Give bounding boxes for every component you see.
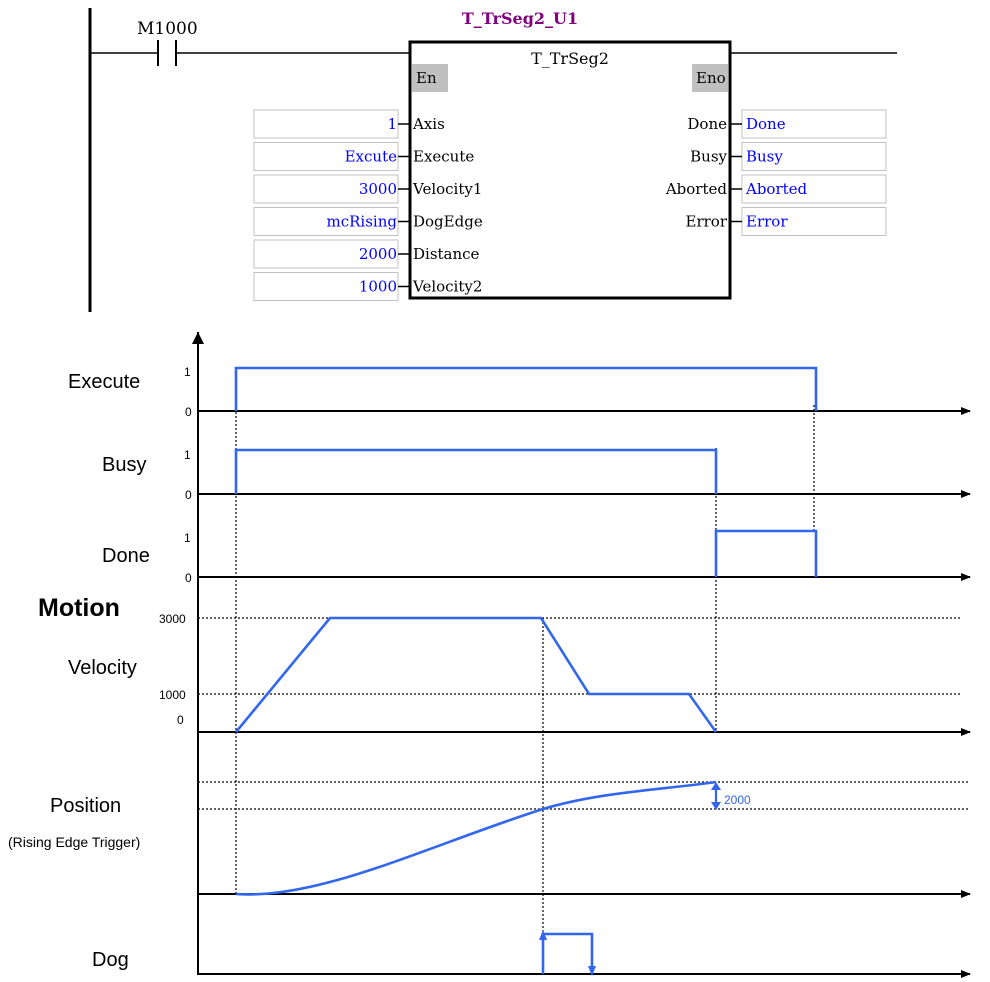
eno-pin: Eno <box>696 69 726 87</box>
execute-label: Execute <box>68 371 140 393</box>
input-value-box[interactable] <box>253 109 399 139</box>
input-pin-row: Excute Execute <box>253 142 474 171</box>
output-pin-label: Aborted <box>665 180 728 198</box>
input-value: mcRising <box>327 213 398 231</box>
velocity-tick-1000: 1000 <box>159 688 186 702</box>
execute-trace <box>234 366 818 411</box>
input-value: Excute <box>345 148 397 166</box>
busy-trace <box>234 448 718 494</box>
position-sublabel: (Rising Edge Trigger) <box>8 834 140 850</box>
input-value-box[interactable] <box>253 207 399 236</box>
output-pin-row: Error Error <box>686 207 887 236</box>
input-value: 3000 <box>359 180 397 198</box>
function-block[interactable] <box>408 40 732 300</box>
dog-trace <box>541 932 594 974</box>
output-pin-label: Error <box>686 213 728 231</box>
input-pin-label: Distance <box>413 245 480 263</box>
timing-diagram: Execute 1 0 Busy 1 0 Done 1 0 Motion Vel… <box>8 332 971 978</box>
input-pin-label: Execute <box>413 148 474 166</box>
execute-high-tick: 1 <box>184 365 191 379</box>
input-pin-label: Velocity2 <box>412 278 482 296</box>
block-type: T_TrSeg2 <box>531 49 609 68</box>
eno-pin-header <box>692 64 728 92</box>
execute-low-tick: 0 <box>185 405 192 419</box>
en-pin: En <box>416 69 437 87</box>
done-label: Done <box>102 545 150 567</box>
input-value: 2000 <box>359 245 397 263</box>
input-pin-row: 1000 Velocity2 <box>253 272 482 301</box>
output-pin-label: Done <box>687 115 727 133</box>
input-value: 1 <box>387 115 397 133</box>
input-pin-row: 1 Axis <box>253 109 445 139</box>
busy-low-tick: 0 <box>185 488 192 502</box>
output-pin-row: Done Done <box>687 109 887 139</box>
waveforms <box>234 366 818 974</box>
dog-rise-arrow <box>539 930 547 940</box>
output-value-box[interactable] <box>741 207 887 236</box>
input-value-box[interactable] <box>253 174 399 204</box>
input-pin-row: mcRising DogEdge <box>253 207 483 236</box>
position-trace <box>235 780 717 896</box>
velocity-trace <box>234 616 718 733</box>
output-value: Busy <box>746 148 783 166</box>
input-value-box[interactable] <box>253 239 399 269</box>
output-value: Error <box>746 213 788 231</box>
input-pin-label: DogEdge <box>413 213 483 231</box>
contact-label: M1000 <box>137 19 198 39</box>
output-value: Aborted <box>745 180 808 198</box>
input-pin-row: 3000 Velocity1 <box>253 174 482 204</box>
busy-label: Busy <box>102 454 146 476</box>
output-pin-row: Aborted Aborted <box>665 174 887 204</box>
instance-name: T_TrSeg2_U1 <box>462 9 578 28</box>
input-pin-label: Velocity1 <box>412 180 482 198</box>
ladder-diagram: M1000 T_TrSeg2_U1 T_TrSeg2 En Eno 1 AxisE… <box>88 8 897 312</box>
done-low-tick: 0 <box>185 571 192 585</box>
velocity-tick-0: 0 <box>177 713 184 727</box>
velocity-label: Velocity <box>68 657 137 679</box>
dog-fall-arrow <box>588 966 596 976</box>
motion-heading: Motion <box>38 594 120 622</box>
dog-label: Dog <box>92 949 129 971</box>
output-value: Done <box>746 115 786 133</box>
distance-arrow <box>711 782 721 810</box>
busy-high-tick: 1 <box>184 448 191 462</box>
done-high-tick: 1 <box>184 531 191 545</box>
output-value-box[interactable] <box>741 142 887 171</box>
contact-m1000[interactable]: M1000 <box>137 19 198 66</box>
position-label: Position <box>50 795 121 817</box>
output-pin-row: Busy Busy <box>690 142 887 171</box>
input-pin-row: 2000 Distance <box>253 239 480 269</box>
input-pin-label: Axis <box>412 115 445 133</box>
en-pin-header <box>412 64 448 92</box>
output-pin-label: Busy <box>690 148 727 166</box>
done-trace <box>714 529 818 577</box>
input-value: 1000 <box>359 278 397 296</box>
distance-note: 2000 <box>724 793 751 807</box>
velocity-tick-3000: 3000 <box>159 612 186 626</box>
reference-lines <box>198 368 968 974</box>
input-value-box[interactable] <box>253 272 399 301</box>
input-value-box[interactable] <box>253 142 399 171</box>
